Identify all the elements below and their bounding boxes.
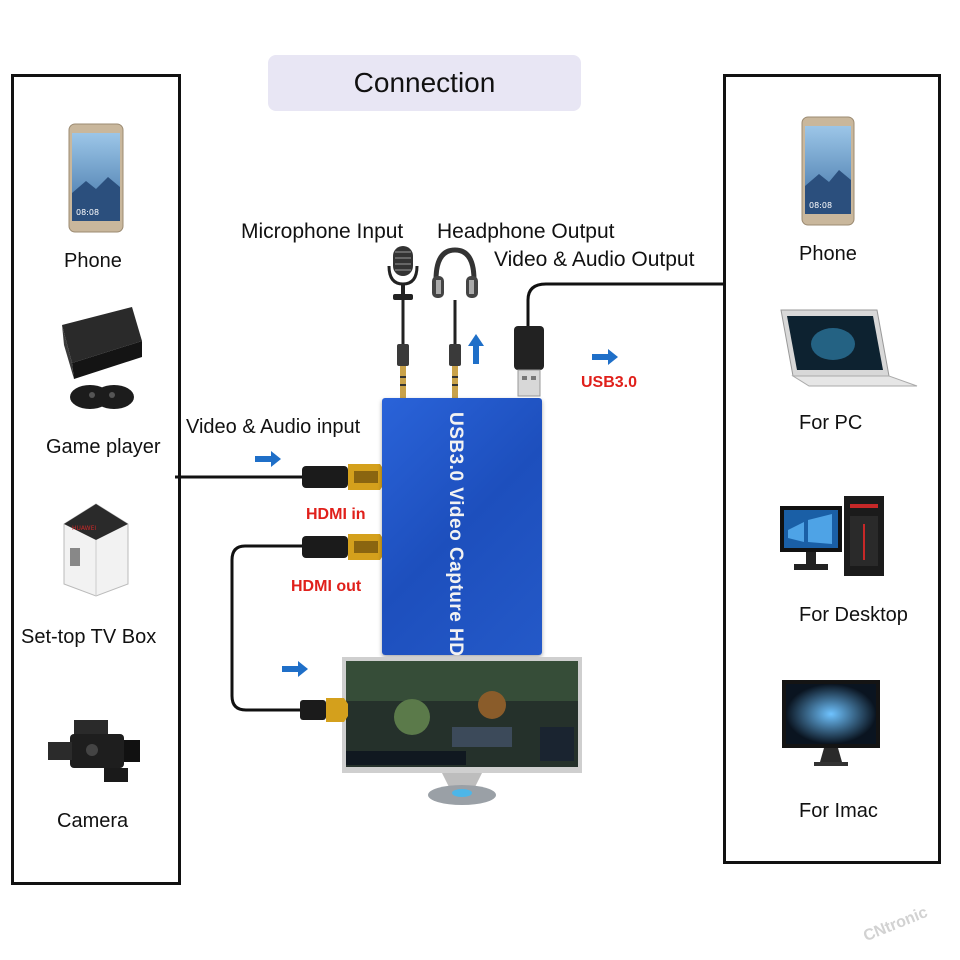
mic-jack-plug-icon — [397, 344, 409, 398]
hdmi-out-cable — [230, 544, 305, 712]
headphone-jack-plug-icon — [449, 344, 461, 398]
monitor-hdmi-plug-icon — [300, 698, 348, 722]
imac-icon — [782, 680, 880, 766]
camcorder-icon — [48, 720, 140, 782]
right-item-label: For PC — [799, 412, 863, 434]
device-label: USB3.0 Video Capture HDMI 4K — [445, 412, 466, 710]
left-item-label: Phone — [64, 250, 122, 272]
video-audio-input-label: Video & Audio input — [186, 416, 361, 438]
svg-text:08:08: 08:08 — [76, 208, 99, 217]
right-item-label: For Desktop — [799, 604, 908, 626]
right-item-label: For Imac — [799, 800, 878, 822]
headphones-icon — [432, 247, 478, 298]
svg-text:08:08: 08:08 — [809, 201, 832, 210]
usb-label: USB3.0 — [581, 374, 638, 391]
hdmi-out-label: HDMI out — [291, 578, 362, 595]
left-item-label: Camera — [57, 810, 129, 832]
monitor-icon — [342, 657, 582, 805]
tv-box-icon: HUAWEI — [63, 503, 129, 597]
usb-plug-icon — [514, 326, 544, 397]
phone-icon: 08:08 — [68, 123, 124, 233]
desktop-icon — [780, 496, 884, 576]
usb-cable — [526, 282, 723, 330]
laptop-icon — [780, 309, 918, 387]
microphone-icon — [387, 246, 419, 300]
hdmi-in-label: HDMI in — [306, 506, 366, 523]
left-item-label: Set-top TV Box — [21, 626, 157, 648]
hdmi-out-plug-icon — [302, 534, 384, 560]
diagram-title: Connection — [268, 55, 581, 111]
right-item-label: Phone — [799, 243, 857, 265]
svg-text:HUAWEI: HUAWEI — [72, 525, 96, 532]
right-arrow-icon — [282, 661, 308, 677]
capture-device: USB3.0 Video Capture HDMI 4K — [382, 398, 542, 710]
headphone-output-label: Headphone Output — [437, 220, 615, 243]
microphone-input-label: Microphone Input — [241, 220, 404, 243]
left-item-label: Game player — [46, 436, 161, 458]
right-arrow-icon — [592, 349, 618, 365]
right-arrow-icon — [255, 451, 281, 467]
hdmi-in-plug-icon — [302, 464, 384, 490]
phone-icon: 08:08 — [801, 116, 855, 226]
up-arrow-icon — [468, 334, 484, 364]
game-console-icon — [62, 307, 142, 409]
video-audio-output-label: Video & Audio Output — [494, 248, 695, 271]
